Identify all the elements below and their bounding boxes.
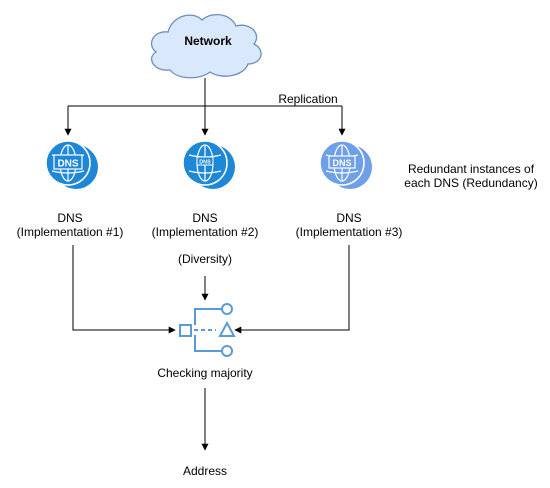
svg-text:DNS: DNS — [199, 160, 211, 166]
address-label: Address — [182, 464, 228, 478]
dns2-subtitle: (Implementation #2) — [151, 225, 259, 239]
dns1-title: DNS — [57, 211, 83, 225]
dns-globe-icon: DNS — [182, 140, 235, 189]
redundancy-note-line2: each DNS (Redundancy) — [404, 176, 538, 190]
svg-text:DNS: DNS — [332, 158, 351, 168]
dns-globe-icon: DNS — [45, 140, 98, 189]
majority-label: Checking majority — [157, 366, 253, 380]
dns2-title: DNS — [192, 211, 218, 225]
dns2-label: DNS (Implementation #2) — [143, 211, 267, 239]
svg-text:DNS: DNS — [57, 159, 78, 170]
majority-edges — [72, 245, 350, 451]
dns1-label: DNS (Implementation #1) — [8, 211, 132, 239]
redundancy-note-line1: Redundant instances of — [407, 162, 535, 176]
dns3-title: DNS — [336, 211, 362, 225]
redundancy-note: Redundant instances of each DNS (Redunda… — [398, 162, 544, 190]
dns3-subtitle: (Implementation #3) — [295, 225, 403, 239]
dns-globe-icon: DNS — [319, 140, 372, 189]
diversity-label: (Diversity) — [178, 252, 232, 266]
majority-voter-icon — [179, 303, 236, 357]
dns3-label: DNS (Implementation #3) — [287, 211, 411, 239]
network-label: Network — [184, 34, 232, 48]
dns1-subtitle: (Implementation #1) — [16, 225, 124, 239]
edge-dns1-to-majority — [72, 245, 176, 334]
replication-edges — [64, 78, 346, 136]
replication-label: Replication — [278, 92, 338, 106]
network-cloud — [151, 14, 262, 79]
edge-dns3-to-majority — [234, 245, 350, 334]
